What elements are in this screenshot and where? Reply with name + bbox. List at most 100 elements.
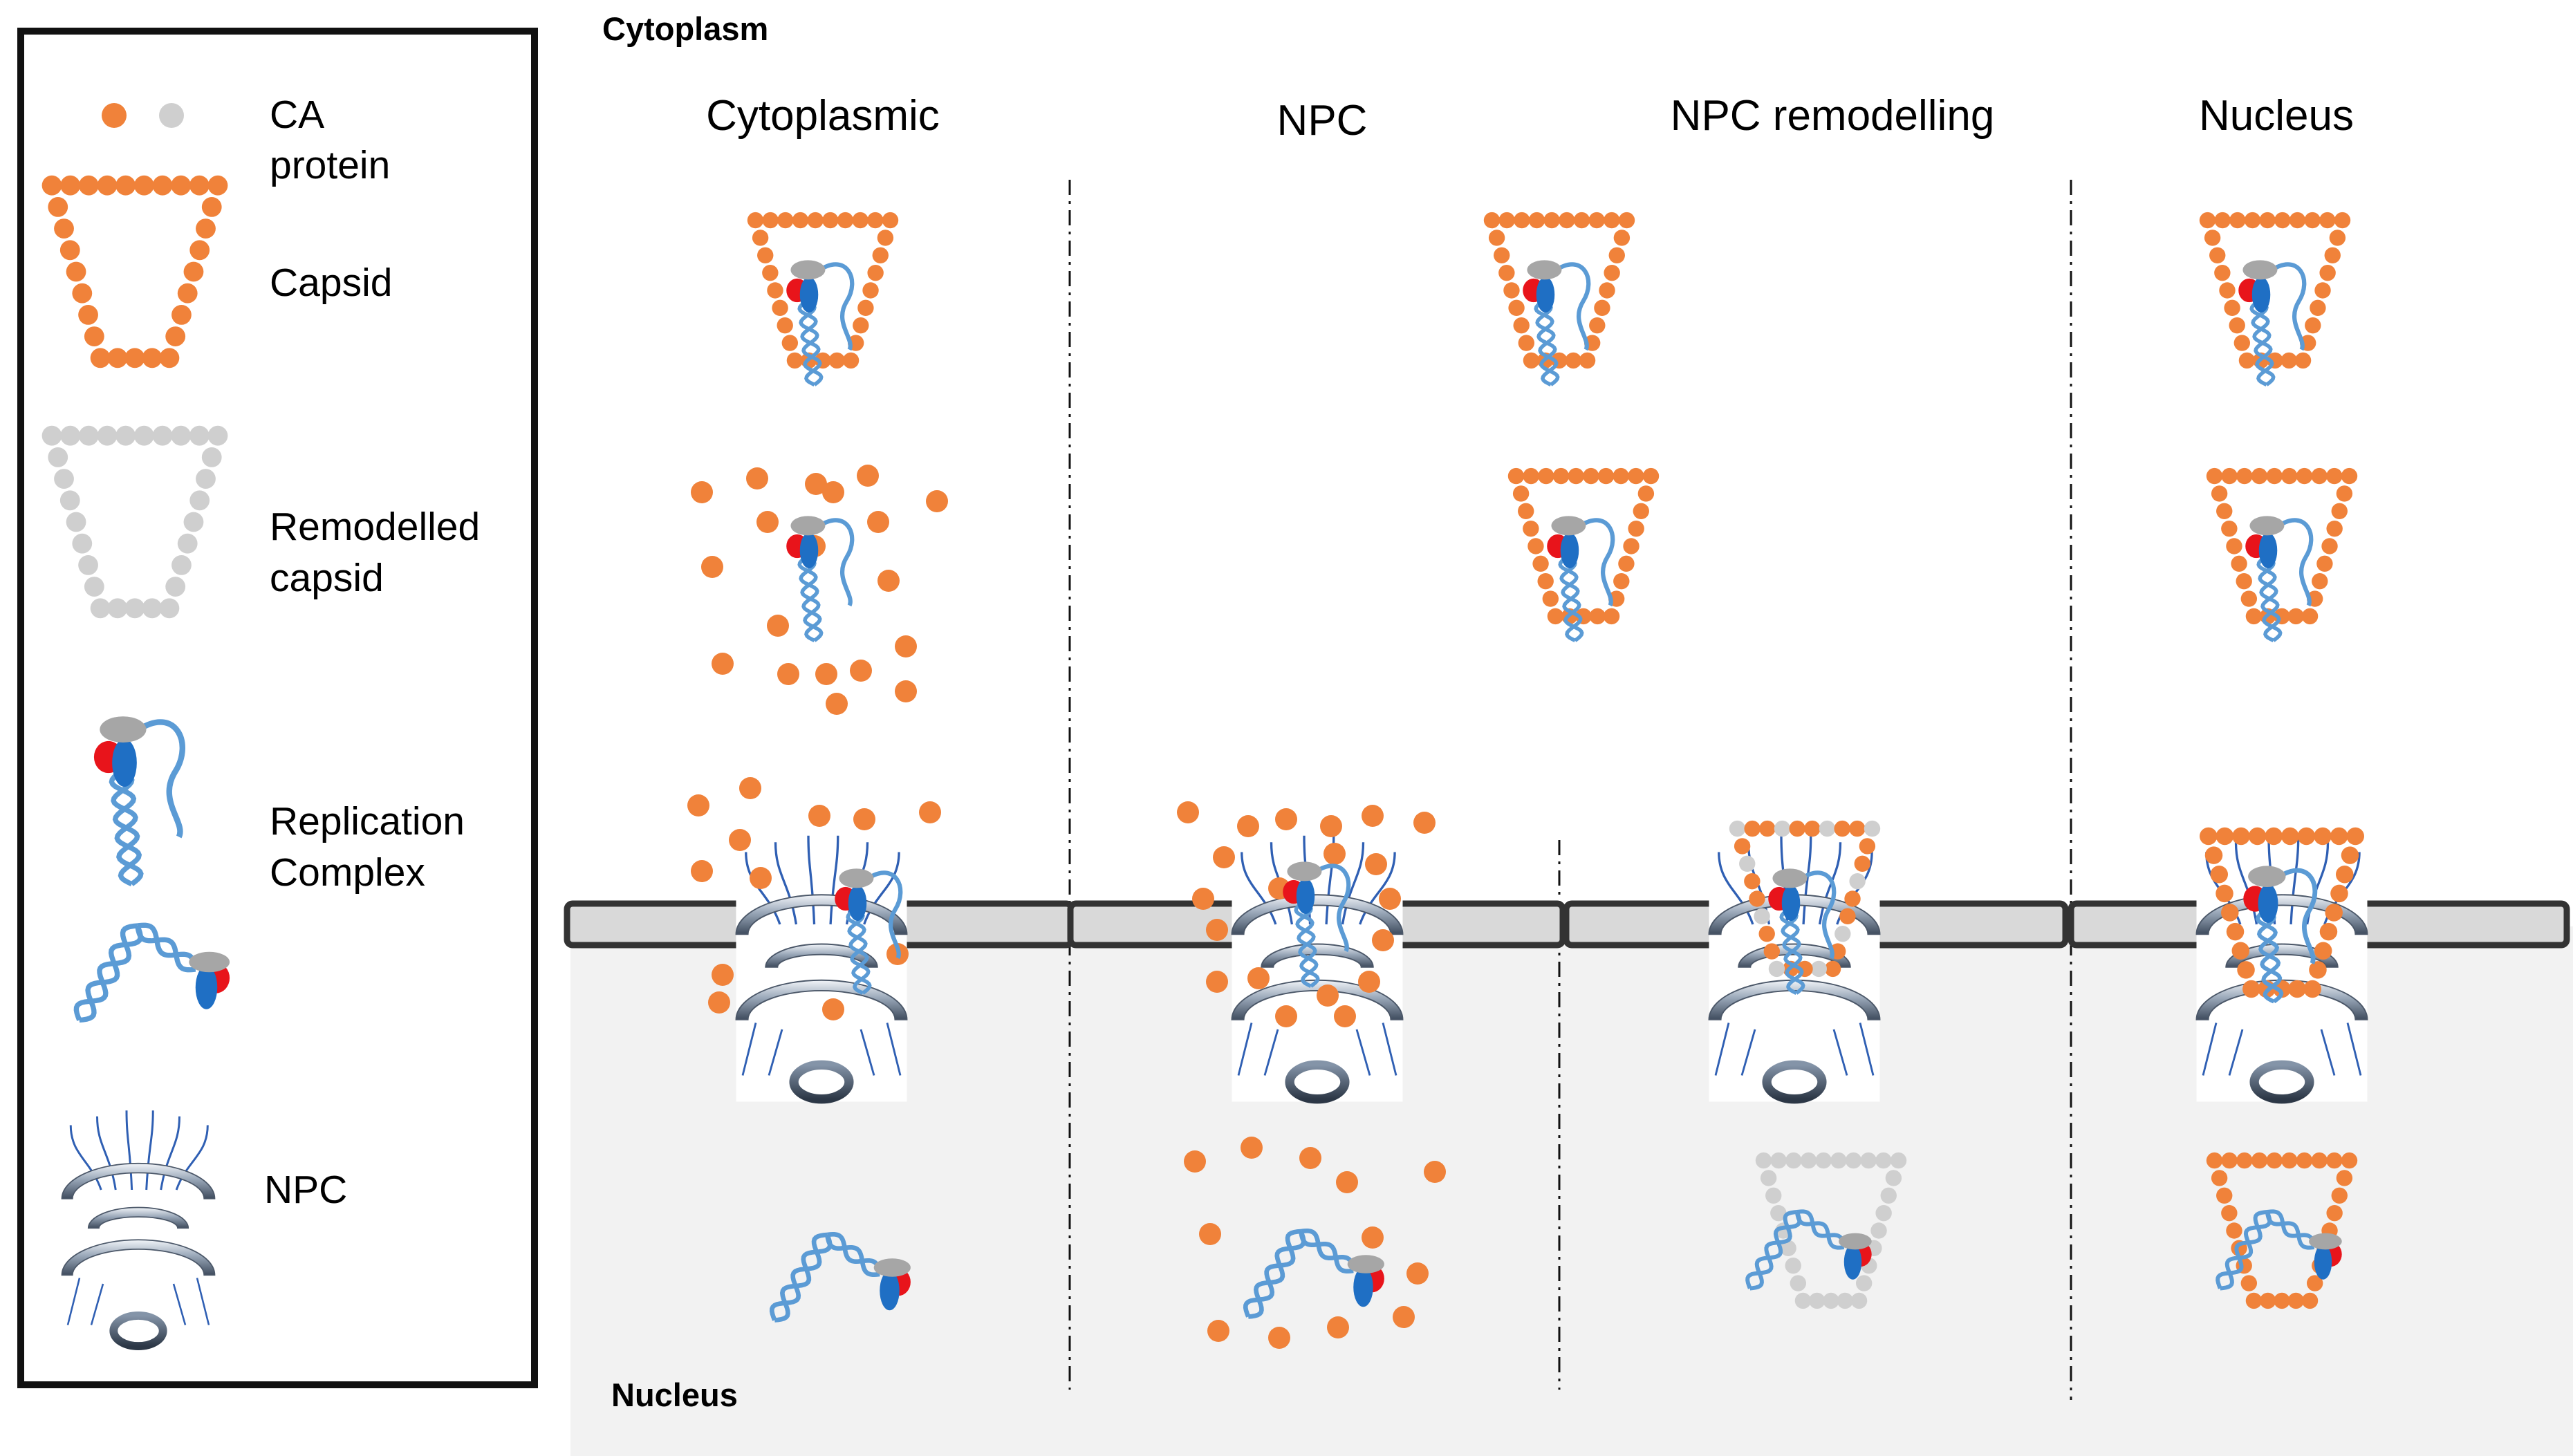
ca-protein-dot: [2221, 467, 2238, 485]
capsid: [747, 212, 899, 369]
ca-protein-dot: [1763, 943, 1781, 960]
ca-protein-dot: [1552, 467, 1570, 485]
ca-protein-dot: [1523, 352, 1540, 369]
legend-ca-protein-label-1: CA: [270, 93, 324, 137]
npc-basket-ring: [2249, 1060, 2314, 1104]
remodelled-ca-dot: [1890, 1152, 1907, 1169]
free-ca-protein: [1320, 815, 1342, 837]
ca-protein-dot: [1819, 820, 1836, 837]
remodelled-ca-dot: [1785, 1258, 1801, 1274]
free-ca-protein: [1358, 971, 1380, 993]
remodelled-ca-dot: [1850, 1292, 1868, 1309]
ca-protein-dot: [2311, 1152, 2328, 1169]
ca-protein-dot: [877, 230, 894, 246]
dna-strand: [1794, 1211, 1845, 1250]
replication-complex: [93, 716, 185, 887]
ca-protein-dot: [2229, 317, 2245, 334]
dna-strand: [799, 555, 822, 642]
remodelled-capsid: [41, 425, 228, 619]
diagram-elements: [41, 103, 2368, 1351]
dna-strand: [2265, 1211, 2315, 1250]
ca-protein-dot: [2289, 212, 2306, 229]
free-ca-protein: [822, 998, 844, 1020]
ca-protein-dot: [752, 230, 769, 246]
ca-protein-dot: [1608, 247, 1625, 263]
ca-protein-dot: [2331, 503, 2348, 519]
ca-protein-dot: [867, 264, 884, 281]
ca-protein-dot: [183, 261, 204, 282]
ca-protein-dot: [2316, 555, 2333, 572]
remodelled-ca-dot: [171, 555, 192, 575]
free-ca-protein: [1317, 984, 1339, 1007]
ca-protein-dot: [1618, 212, 1635, 229]
ca-protein-dot: [1599, 282, 1615, 299]
legend-replication-complex-label-2: Complex: [270, 850, 425, 895]
npc-basket-ring: [1762, 1060, 1827, 1104]
npc-basket-ring: [109, 1311, 167, 1351]
npc-fibril: [863, 852, 900, 925]
free-ca-protein: [1206, 971, 1228, 993]
ca-protein-dot: [1637, 485, 1655, 502]
ca-protein-dot: [2224, 299, 2240, 317]
remodelled-ca-dot: [84, 577, 104, 597]
ca-protein-dot: [2309, 961, 2327, 979]
ca-protein-dot: [2335, 866, 2354, 884]
dna-strand: [2220, 1211, 2272, 1291]
capsid: [2200, 827, 2364, 998]
grey-protein: [873, 1258, 911, 1277]
free-ca-protein: [1393, 1306, 1415, 1328]
ca-protein-dot: [2237, 961, 2255, 979]
npc-basket-ring: [789, 1060, 854, 1104]
free-ca-protein: [815, 663, 837, 685]
free-ca-protein: [1268, 1327, 1290, 1349]
ca-protein-dot: [2281, 1152, 2298, 1169]
dna-strand: [1781, 908, 1804, 995]
remodelled-ca-dot: [1837, 1292, 1853, 1309]
ca-protein-dot: [48, 197, 68, 217]
remodelled-ca-dot: [1823, 1292, 1839, 1309]
rna-strand: [137, 719, 185, 839]
dna-strand: [1796, 1209, 1846, 1248]
integrase-protein: [1353, 1267, 1373, 1307]
ca-protein-dot: [777, 212, 794, 229]
ca-protein-dot: [2251, 467, 2268, 485]
ca-protein-dot: [1528, 212, 1545, 229]
replication-complex-nuclear: [1243, 1229, 1384, 1319]
ca-protein-dot: [1768, 960, 1785, 978]
remodelled-ca-dot: [41, 425, 62, 446]
ca-protein-dot: [2216, 1187, 2233, 1204]
npc-basket-fibril: [768, 1029, 783, 1076]
npc-basket-fibril: [2228, 1029, 2244, 1076]
remodelled-ca-dot: [107, 598, 128, 619]
ca-protein-dot: [872, 247, 889, 263]
ca-protein-dot: [1613, 467, 1629, 485]
remodelled-ca-dot: [1880, 1187, 1897, 1204]
ca-protein-dot: [41, 175, 62, 196]
capsid: [1483, 212, 1635, 369]
legend-remodelled-capsid-label-1: Remodelled: [270, 505, 480, 549]
remodelled-ca-dot: [1770, 1204, 1787, 1222]
ca-protein-dot: [2216, 503, 2233, 519]
free-ca-protein: [712, 653, 734, 675]
npc-basket-fibril: [2346, 1023, 2362, 1076]
rna-strand: [818, 518, 855, 607]
replication-complex: [835, 868, 903, 995]
grey-protein: [1527, 260, 1562, 280]
dna-strand: [2258, 555, 2281, 642]
integrase-protein: [1781, 885, 1801, 921]
npc-basket-fibril: [1237, 1023, 1253, 1076]
ca-protein-dot: [747, 212, 764, 229]
capsid: [41, 175, 228, 368]
free-ca-protein: [1406, 1262, 1429, 1285]
replication-complex: [2238, 260, 2307, 386]
ca-protein-dot: [1579, 352, 1596, 369]
ca-protein-dot: [2274, 212, 2291, 229]
grey-protein: [2242, 260, 2278, 280]
free-ca-protein: [701, 556, 723, 578]
free-ca-protein: [739, 777, 761, 799]
grey-protein: [2309, 1233, 2342, 1250]
ca-protein-dot: [882, 212, 899, 229]
dna-strand: [79, 924, 143, 1023]
npc-fibril: [175, 1125, 209, 1191]
npc-basket-fibril: [1740, 1029, 1756, 1076]
